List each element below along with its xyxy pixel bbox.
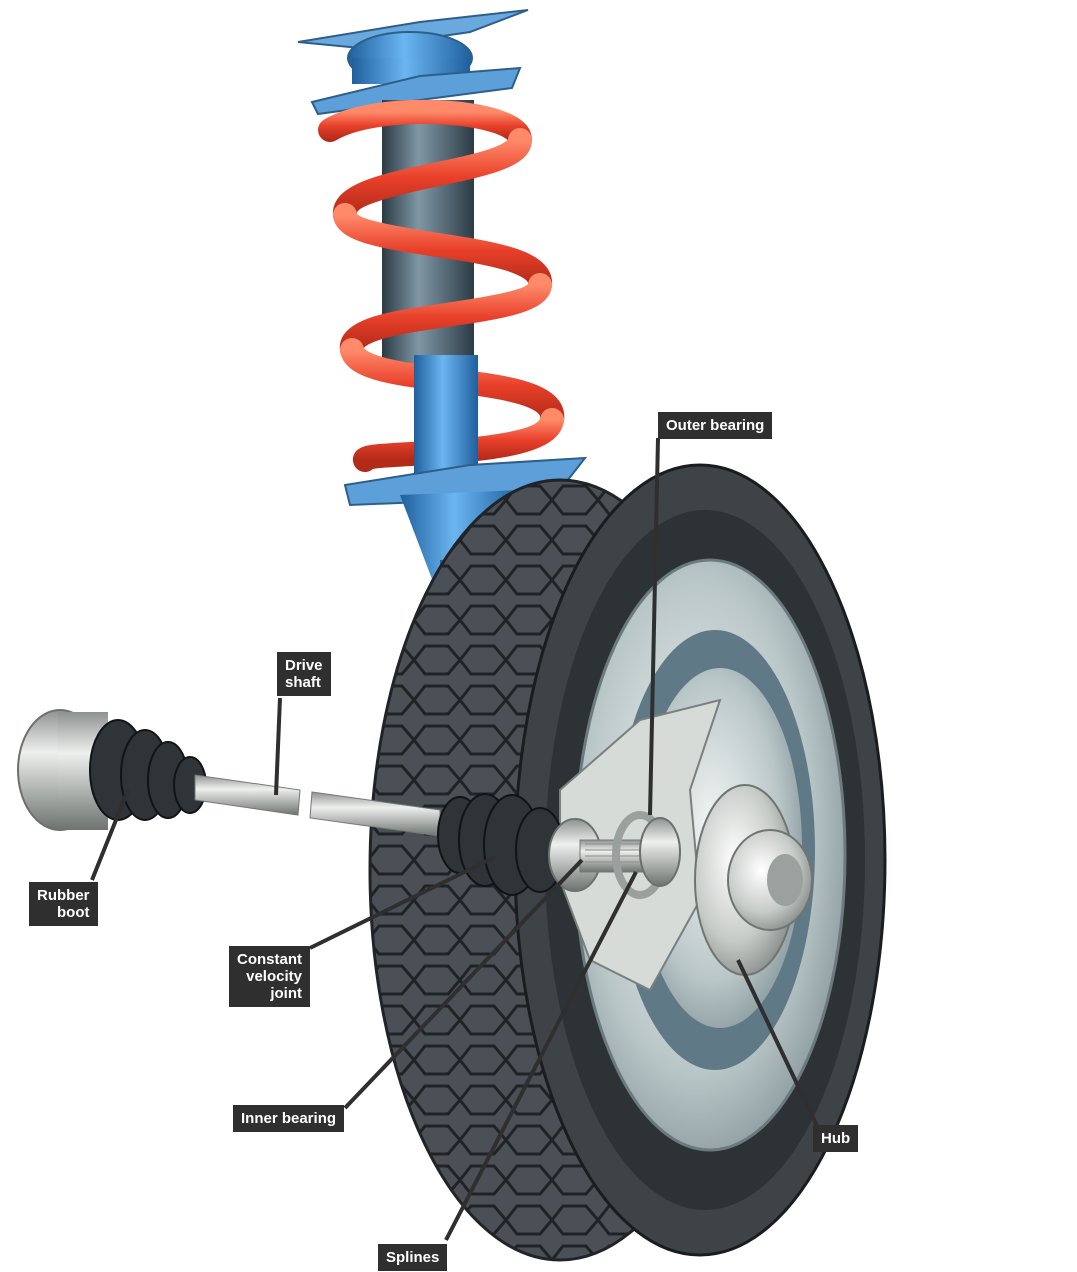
- label-inner-bearing: Inner bearing: [233, 1105, 345, 1132]
- drive-shaft: [194, 774, 301, 816]
- label-hub: Hub: [813, 1125, 859, 1152]
- upper-spring-seat: [310, 66, 522, 116]
- leader-lines: [90, 437, 820, 1241]
- leader-hub: [736, 959, 820, 1129]
- label-drive-shaft: Drive shaft: [277, 652, 331, 696]
- rubber-boot-left: [89, 719, 207, 821]
- leader-inner-bearing: [343, 858, 584, 1110]
- leader-cv-joint: [309, 855, 496, 950]
- leader-splines: [444, 871, 638, 1241]
- label-outer-bearing: Outer bearing: [658, 412, 773, 439]
- drive-shaft-assembly: [17, 709, 681, 899]
- leader-drive-shaft: [274, 697, 282, 796]
- leader-outer-bearing: [648, 437, 660, 816]
- label-splines: Splines: [378, 1244, 448, 1271]
- outer-bearing-ring: [639, 817, 681, 887]
- leader-rubber-boot: [90, 789, 130, 881]
- hub: [694, 784, 813, 976]
- top-mount-plate: [297, 9, 529, 50]
- cv-joint-boot: [437, 793, 565, 896]
- label-cv-joint: Constant velocity joint: [229, 946, 310, 1007]
- label-rubber-boot: Rubber boot: [29, 882, 98, 926]
